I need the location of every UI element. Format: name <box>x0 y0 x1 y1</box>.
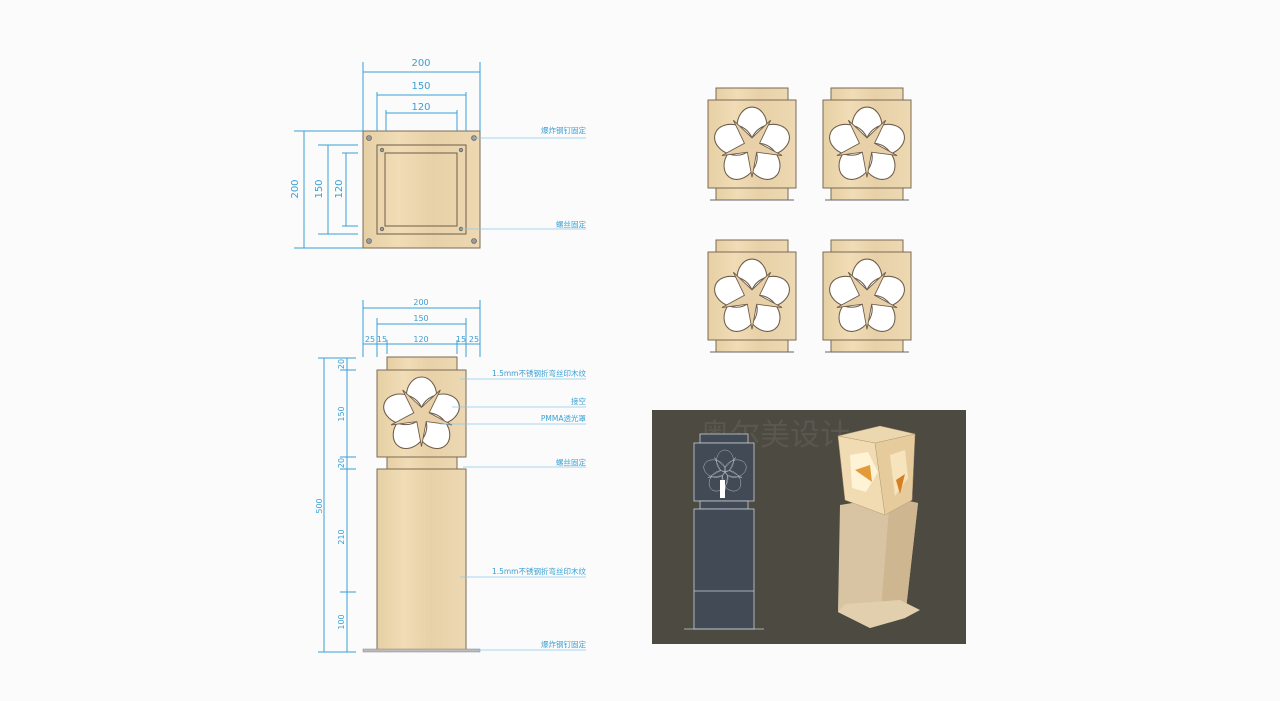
label-screw-fix: 螺丝固定 <box>556 219 586 229</box>
dim-v-20: 20 <box>337 359 346 369</box>
leader-lines <box>440 378 586 651</box>
dim-v-20: 20 <box>337 458 346 468</box>
dim-total-500: 500 <box>315 498 324 513</box>
top-view: 200 150 120 200 150 120 爆炸钢钉固定 螺丝固定 <box>290 58 586 249</box>
label-screw-fix: 螺丝固定 <box>556 457 586 467</box>
base-plate <box>362 648 481 653</box>
dim-width-120: 120 <box>411 102 430 113</box>
label-anchor-bolt: 爆炸钢钉固定 <box>541 125 586 135</box>
render-image: 奥尔美设计 <box>652 410 966 644</box>
dim-width-200: 200 <box>413 298 428 307</box>
top-dim-lines <box>294 62 481 249</box>
front-view: 200 150 25 15 120 15 25 500 20 150 20 21… <box>315 298 587 653</box>
dim-sub-25: 25 <box>469 335 479 344</box>
dim-sub-25: 25 <box>365 335 375 344</box>
variant-blue <box>822 87 912 201</box>
label-hollow: 接空 <box>571 396 586 406</box>
lamp-top-cap <box>386 356 458 371</box>
lamp-neck <box>386 456 458 470</box>
dim-width-150: 150 <box>411 81 430 92</box>
top-inner-panel <box>384 152 458 227</box>
variant-yellow <box>707 87 797 201</box>
dim-width-150: 150 <box>413 314 428 323</box>
dim-v-210: 210 <box>337 529 346 544</box>
label-pmma-cover: PMMA透光罩 <box>541 413 587 423</box>
top-frame <box>376 144 467 235</box>
dim-height-200: 200 <box>290 179 301 198</box>
dim-sub-15: 15 <box>456 335 466 344</box>
dim-width-200: 200 <box>411 58 430 69</box>
variant-green <box>707 239 797 353</box>
variant-orange <box>822 239 912 353</box>
front-dim-lines <box>318 300 481 653</box>
dim-height-150: 150 <box>314 179 325 198</box>
lamp-3d <box>837 425 920 628</box>
color-variants <box>707 87 912 353</box>
label-steel-woodgrain: 1.5mm不锈钢折弯丝印木纹 <box>492 566 587 576</box>
label-anchor-bolt: 爆炸钢钉固定 <box>541 639 586 649</box>
label-steel-woodgrain: 1.5mm不锈钢折弯丝印木纹 <box>492 368 587 378</box>
schematic-lamp <box>684 433 764 630</box>
dim-sub-120: 120 <box>413 335 428 344</box>
dim-v-100: 100 <box>337 614 346 629</box>
lamp-column <box>376 468 467 651</box>
dim-sub-15: 15 <box>377 335 387 344</box>
dim-height-120: 120 <box>334 179 345 198</box>
dim-v-150: 150 <box>337 406 346 421</box>
